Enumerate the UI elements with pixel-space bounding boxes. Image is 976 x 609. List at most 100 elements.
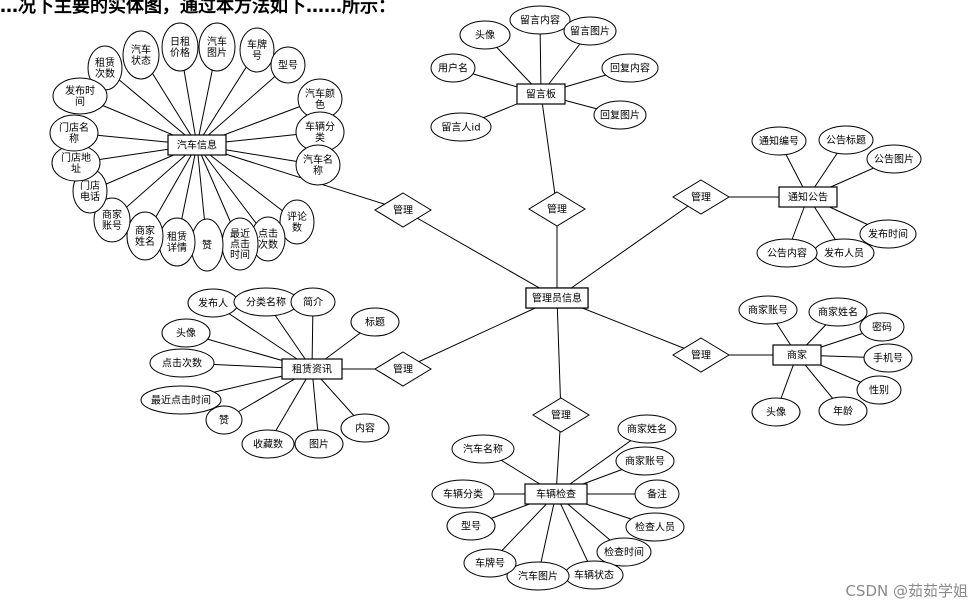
entity-news-attribute-label-line: 内容 <box>355 422 375 435</box>
entity-news-attribute-ellipse <box>205 405 243 435</box>
entity-car-attribute-label-line: 租赁 <box>167 230 187 243</box>
entity-car-attribute-label: 车牌号 <box>247 38 267 62</box>
entity-merchant-attribute-ellipse <box>751 397 801 427</box>
entity-inspect-attribute-label: 备注 <box>647 488 667 501</box>
entity-inspect-attribute-label-line: 汽车图片 <box>518 570 558 583</box>
entity-news-attribute: 头像 <box>161 318 211 348</box>
entity-news-attribute-label: 简介 <box>303 296 323 309</box>
entity-car-attribute-label-line: 赞 <box>202 239 212 252</box>
entity-inspect-box <box>524 483 588 505</box>
entity-car-attribute: 商家账号 <box>93 197 131 243</box>
entity-car-relationship: 管理 <box>374 192 432 228</box>
entity-notice-attribute: 公告标题 <box>818 125 874 155</box>
entity-car-attr-edge <box>196 144 298 223</box>
entity-board-attribute-label-line: 回复图片 <box>600 109 640 122</box>
entity-car-attribute: 赞 <box>190 218 224 272</box>
entity-car-attribute-ellipse <box>52 77 108 115</box>
entity-merchant-attribute-label-line: 商家账号 <box>748 304 788 317</box>
entity-notice-attribute-ellipse <box>859 219 917 249</box>
cropped-header-text: …况下主要的实体图，通过本方法如下……所示： <box>0 0 396 17</box>
entity-car-attr-edge <box>196 64 289 146</box>
entity-board-attribute-label-line: 留言内容 <box>520 14 560 27</box>
entity-inspect-attribute-label: 商家账号 <box>625 455 665 468</box>
entity-news-attribute-label: 头像 <box>176 328 196 340</box>
entity-news-attribute-ellipse <box>149 348 215 378</box>
entity-car-attribute: 评论数 <box>279 199 315 245</box>
entity-inspect-attribute-ellipse <box>451 434 515 464</box>
entity-news-attribute: 最近点击时间 <box>140 385 222 415</box>
entity-news-attribute-ellipse <box>140 385 222 415</box>
entity-board-attribute: 回复图片 <box>593 100 647 130</box>
entity-inspect-attribute-ellipse <box>431 479 495 509</box>
entity-news-attribute-label-line: 点击次数 <box>162 357 202 370</box>
entity-inspect-attribute-label: 车辆分类 <box>443 488 483 501</box>
entity-notice-attribute-ellipse <box>866 144 922 174</box>
entity-notice-relationship-shape <box>672 179 730 215</box>
entity-board-relationship-shape <box>528 191 586 227</box>
entity-news-attribute-label: 收藏数 <box>253 438 283 451</box>
entity-car-attribute: 汽车颜色 <box>297 78 343 120</box>
entity-news-box <box>281 358 343 380</box>
entity-car-attribute-label-line: 门店 <box>80 179 100 192</box>
entity-car-attribute-ellipse <box>49 114 99 152</box>
entity-notice-attribute: 发布人员 <box>813 238 875 268</box>
entity-board-attribute-ellipse <box>509 5 571 35</box>
entity-news: 租赁资讯 <box>281 358 343 380</box>
entity-news-attribute: 内容 <box>340 413 390 443</box>
entity-inspect-attribute-ellipse <box>617 414 677 444</box>
entity-car-attribute-label-line: 状态 <box>131 54 151 67</box>
entity-news-attribute: 赞 <box>205 405 243 435</box>
entity-car-attribute-label-line: 商家 <box>102 208 122 221</box>
entity-notice-attribute-label-line: 发布时间 <box>868 228 908 241</box>
entity-inspect-attribute-label-line: 检查时间 <box>604 546 644 559</box>
entity-news-relationship-shape <box>374 351 432 387</box>
entity-board-attribute-label: 回复内容 <box>610 62 650 75</box>
entity-car-attribute-label: 门店名称 <box>59 121 89 145</box>
entity-news-label: 租赁资讯 <box>292 363 332 376</box>
entity-board-attribute: 回复内容 <box>601 53 659 83</box>
entity-inspect-relationship: 管理 <box>532 397 590 433</box>
entity-news-attribute: 图片 <box>294 429 344 459</box>
entity-inspect-rel-edge-center <box>556 297 562 416</box>
entity-car-relationship-shape <box>374 192 432 228</box>
entity-car-attribute-label-line: 址 <box>71 162 81 175</box>
entity-car-attribute-label-line: 电话 <box>80 190 100 203</box>
entity-car-attribute: 汽车名称 <box>295 144 341 186</box>
entity-merchant-attribute-label: 头像 <box>766 407 786 419</box>
entity-notice-attribute-label: 发布时间 <box>868 228 908 241</box>
entity-car-attribute-ellipse <box>126 211 164 261</box>
entity-car-attribute-ellipse <box>270 46 306 84</box>
entity-merchant-attribute: 密码 <box>859 312 905 342</box>
entity-notice-attribute-label: 通知编号 <box>759 135 799 148</box>
entity-board-attribute: 用户名 <box>430 53 476 83</box>
entity-car-attribute-label-line: 详情 <box>167 241 187 254</box>
entity-notice-box <box>778 186 838 208</box>
entity-car-attribute: 商家姓名 <box>126 211 164 261</box>
entity-board-attribute-label-line: 用户名 <box>438 62 468 75</box>
entity-car-attribute-label: 汽车图片 <box>207 35 227 59</box>
entity-merchant-relationship-shape <box>672 337 730 373</box>
entity-board-relationship: 管理 <box>528 191 586 227</box>
entity-inspect-attribute: 车辆状态 <box>564 560 624 590</box>
entity-notice-attribute-label-line: 公告标题 <box>826 134 866 147</box>
entity-inspect-attribute-label-line: 备注 <box>647 488 667 501</box>
entity-merchant-attribute-ellipse <box>859 312 905 342</box>
entity-inspect-attribute-ellipse <box>446 511 496 541</box>
entity-merchant-relationship-label: 管理 <box>691 349 711 362</box>
nodes-layer: 管理员信息租赁次数汽车状态日租价格汽车图片车牌号型号汽车颜色车辆分类汽车名称评论… <box>49 5 922 591</box>
entity-merchant-attribute-label: 商家姓名 <box>818 306 858 319</box>
entity-board-attribute: 留言内容 <box>509 5 571 35</box>
entity-news-relationship: 管理 <box>374 351 432 387</box>
entity-notice-attribute: 公告内容 <box>756 238 818 268</box>
entity-merchant-attribute-ellipse <box>818 396 868 426</box>
entity-board-attribute-label: 回复图片 <box>600 109 640 122</box>
entity-car-attribute: 最近点击时间 <box>221 217 259 271</box>
entity-car-attribute-label-line: 点击 <box>230 239 250 251</box>
entity-notice-label: 通知公告 <box>788 191 828 204</box>
entity-news-attribute-label-line: 收藏数 <box>253 438 283 451</box>
entity-car-attribute-ellipse <box>93 197 131 243</box>
entity-inspect-attribute: 型号 <box>446 511 496 541</box>
entity-car-attribute-label-line: 评论 <box>287 210 307 223</box>
entity-inspect-label: 车辆检查 <box>536 488 576 501</box>
